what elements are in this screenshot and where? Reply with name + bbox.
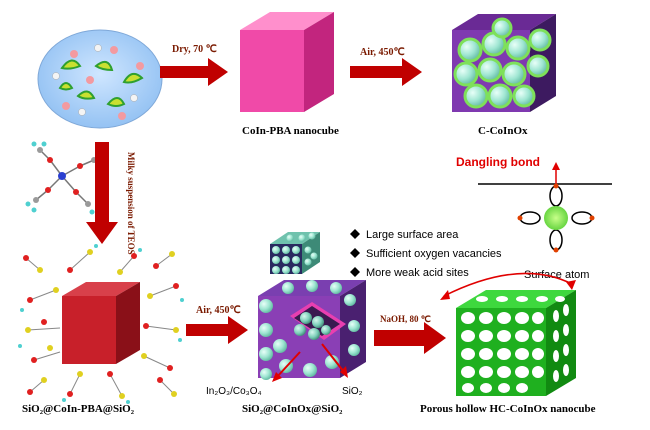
feature-2: Sufficient oxygen vacancies <box>366 248 502 260</box>
sio2-pba-cube <box>18 244 184 404</box>
arrow-air-bottom: Air, 450℃ <box>186 305 248 344</box>
precursor-particles <box>52 44 144 120</box>
arrow-naoh: NaOH, 80 ℃ <box>374 314 446 354</box>
orbital-top <box>549 185 563 207</box>
precursor-oval <box>37 29 163 129</box>
arrow-teos: Milky suspension of TEOS <box>86 142 136 255</box>
arrow-dry: Dry, 70 ℃ <box>160 44 228 86</box>
dangling-bond-diagram: Dangling bond Surface atom <box>440 155 612 300</box>
coin-pba-cube <box>240 12 334 112</box>
feature-3: More weak acid sites <box>366 267 469 279</box>
sio2-coinox-cube <box>258 280 366 382</box>
hc-coinox-cube <box>456 290 576 396</box>
orbital-left <box>519 211 541 225</box>
teos-molecule <box>25 141 105 215</box>
feature-1: Large surface area <box>366 229 459 241</box>
label-sio2-core: SiO₂ <box>342 386 363 397</box>
hc-pores <box>461 296 569 393</box>
inner-spheres <box>294 312 331 340</box>
c-coinox-spheres <box>453 17 552 109</box>
arrow-air-bottom-label: Air, 450℃ <box>196 305 241 316</box>
orbital-bottom <box>549 229 563 251</box>
sio2-network <box>25 251 177 397</box>
arrow-teos-label: Milky suspension of TEOS <box>126 152 136 255</box>
label-surface-atom: Surface atom <box>524 269 589 281</box>
label-coin-pba: CoIn-PBA nanocube <box>242 125 339 137</box>
features-list: Large surface area Sufficient oxygen vac… <box>350 229 502 279</box>
surface-atom-sphere <box>544 206 568 230</box>
orbital-right <box>571 211 593 225</box>
arrow-dry-label: Dry, 70 ℃ <box>172 44 217 55</box>
arc-to-hc <box>443 272 573 297</box>
pointer-sio2 <box>321 343 345 373</box>
arrow-naoh-label: NaOH, 80 ℃ <box>380 314 431 324</box>
label-dangling-bond: Dangling bond <box>456 155 540 169</box>
label-c-coinox: C-CoInOx <box>478 125 528 137</box>
sphere-cube-small <box>270 232 320 274</box>
sio2-atoms <box>18 244 184 404</box>
label-hc-coinox: Porous hollow HC-CoInOx nanocube <box>420 403 596 415</box>
label-sio2-coinox: SiO₂@CoInOx@SiO₂ <box>242 403 343 415</box>
label-sio2-pba: SiO₂@CoIn-PBA@SiO₂ <box>22 403 135 415</box>
arrow-air-top-label: Air, 450℃ <box>360 47 405 58</box>
pointer-in2o3 <box>275 351 301 379</box>
c-coinox-cube <box>452 14 556 112</box>
arrow-air-top: Air, 450℃ <box>350 47 422 86</box>
label-in2o3: In₂O₃/Co₃O₄ <box>206 386 262 397</box>
